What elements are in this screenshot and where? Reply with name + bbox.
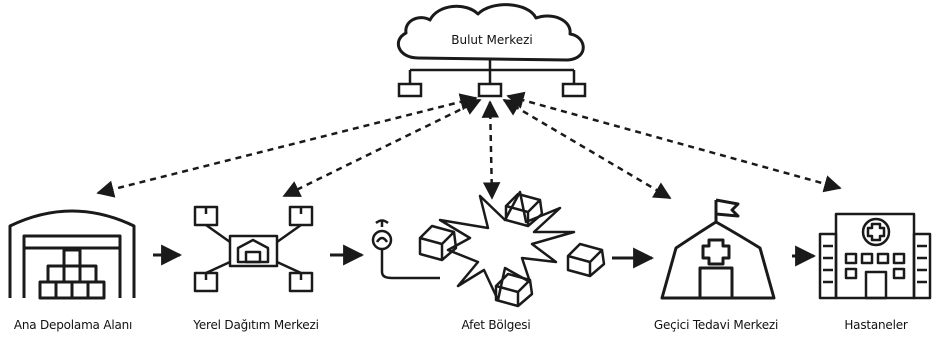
link-distribution bbox=[282, 98, 482, 198]
field-hospital-icon bbox=[660, 198, 776, 300]
distribution-center-label: Yerel Dağıtım Merkezi bbox=[193, 318, 319, 332]
cloud-center-label: Bulut Merkezi bbox=[451, 33, 533, 47]
link-warehouse bbox=[96, 93, 478, 198]
warehouse-label: Ana Depolama Alanı bbox=[13, 318, 133, 332]
network-hub-icon bbox=[397, 60, 587, 98]
drone-distribution-icon bbox=[193, 205, 314, 293]
warehouse-icon bbox=[8, 209, 136, 300]
hospital-building-icon bbox=[818, 212, 932, 300]
link-field-hospital bbox=[502, 98, 672, 200]
disaster-zone-icon bbox=[371, 190, 606, 308]
hospitals-label: Hastaneler bbox=[844, 318, 908, 332]
cloud-icon bbox=[396, 3, 585, 62]
link-disaster bbox=[481, 100, 501, 200]
link-hospitals bbox=[506, 91, 842, 193]
field-hospital-label: Geçici Tedavi Merkezi bbox=[653, 318, 779, 332]
disaster-zone-label: Afet Bölgesi bbox=[461, 318, 531, 332]
